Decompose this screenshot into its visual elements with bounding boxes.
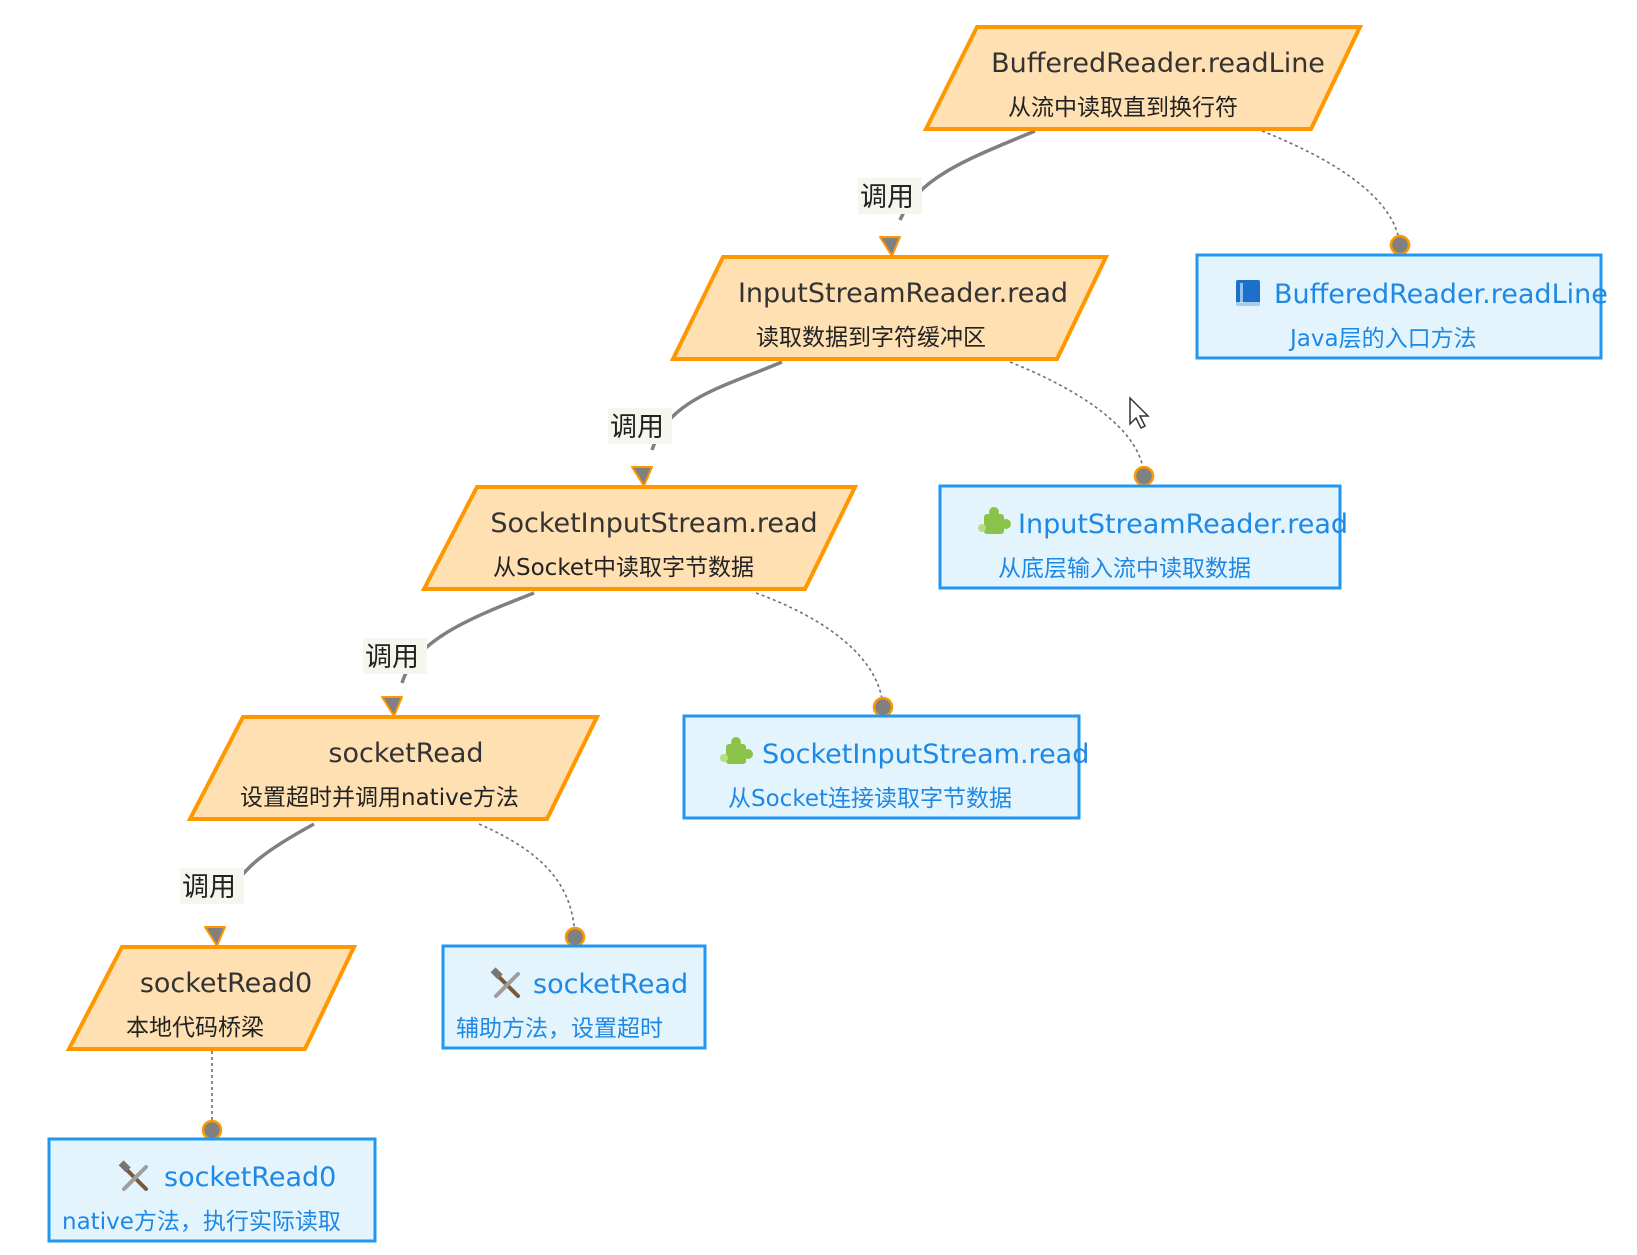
note-link-5-dot	[201, 1119, 223, 1141]
node-socketread0[interactable]: socketRead0 本地代码桥梁	[65, 945, 358, 1051]
note-link-2-dot	[1133, 465, 1155, 487]
note-link-3-dot	[872, 696, 894, 718]
edge-2-label: 调用	[610, 412, 664, 443]
svg-text:SocketInputStream.read: SocketInputStream.read	[762, 739, 1089, 770]
edge-3-arrow	[381, 696, 403, 717]
svg-text:InputStreamReader.read: InputStreamReader.read	[1018, 509, 1348, 540]
node-socketread[interactable]: socketRead 设置超时并调用native方法	[186, 715, 601, 821]
edge-2-arrow	[631, 466, 653, 487]
svg-text:Java层的入口方法: Java层的入口方法	[1288, 326, 1477, 352]
svg-text:从流中读取直到换行符: 从流中读取直到换行符	[1008, 95, 1238, 121]
svg-text:辅助方法，设置超时: 辅助方法，设置超时	[456, 1016, 663, 1042]
note-link-1	[1261, 130, 1401, 246]
node-buffered-reader-readline[interactable]: BufferedReader.readLine 从流中读取直到换行符	[922, 25, 1364, 131]
note-link-4	[478, 823, 576, 938]
svg-text:BufferedReader.readLine: BufferedReader.readLine	[1274, 279, 1608, 310]
edge-4-arrow	[204, 926, 226, 947]
svg-text:native方法，执行实际读取: native方法，执行实际读取	[62, 1209, 341, 1235]
edge-1-label: 调用	[860, 182, 914, 213]
svg-text:InputStreamReader.read: InputStreamReader.read	[738, 278, 1068, 309]
svg-text:socketRead: socketRead	[328, 738, 483, 769]
note-socketread0[interactable]: socketRead0 native方法，执行实际读取	[47, 1137, 377, 1243]
svg-text:BufferedReader.readLine: BufferedReader.readLine	[991, 48, 1325, 79]
svg-text:设置超时并调用native方法: 设置超时并调用native方法	[240, 785, 519, 811]
svg-text:读取数据到字符缓冲区: 读取数据到字符缓冲区	[756, 325, 986, 351]
svg-text:从Socket连接读取字节数据: 从Socket连接读取字节数据	[728, 786, 1012, 812]
node-socketinputstream-read[interactable]: SocketInputStream.read 从Socket中读取字节数据	[420, 485, 859, 591]
book-icon	[1236, 280, 1260, 306]
node-inputstreamreader-read[interactable]: InputStreamReader.read 读取数据到字符缓冲区	[669, 255, 1110, 361]
edge-1-arrow	[879, 236, 901, 257]
mouse-cursor-icon	[1129, 396, 1150, 430]
svg-text:从Socket中读取字节数据: 从Socket中读取字节数据	[493, 555, 754, 581]
note-link-3	[755, 592, 884, 708]
svg-text:从底层输入流中读取数据: 从底层输入流中读取数据	[998, 556, 1251, 582]
note-link-4-dot	[564, 926, 586, 948]
note-socketread[interactable]: socketRead 辅助方法，设置超时	[441, 944, 707, 1050]
tools-icon	[490, 967, 520, 998]
svg-text:socketRead0: socketRead0	[140, 968, 312, 999]
note-buffered-reader-readline[interactable]: BufferedReader.readLine Java层的入口方法	[1195, 253, 1608, 360]
note-link-2	[1009, 361, 1145, 477]
svg-text:本地代码桥梁: 本地代码桥梁	[126, 1015, 264, 1041]
note-inputstreamreader-read[interactable]: InputStreamReader.read 从底层输入流中读取数据	[938, 484, 1348, 590]
puzzle-icon	[720, 737, 753, 764]
edge-3-label: 调用	[365, 642, 419, 673]
edge-4-label: 调用	[182, 872, 236, 903]
svg-text:socketRead0: socketRead0	[164, 1162, 336, 1193]
note-socketinputstream-read[interactable]: SocketInputStream.read 从Socket连接读取字节数据	[682, 714, 1089, 820]
svg-text:socketRead: socketRead	[533, 969, 688, 1000]
svg-text:SocketInputStream.read: SocketInputStream.read	[490, 508, 817, 539]
note-link-1-dot	[1389, 234, 1411, 256]
tools-icon	[118, 1160, 148, 1191]
puzzle-icon	[978, 507, 1011, 534]
